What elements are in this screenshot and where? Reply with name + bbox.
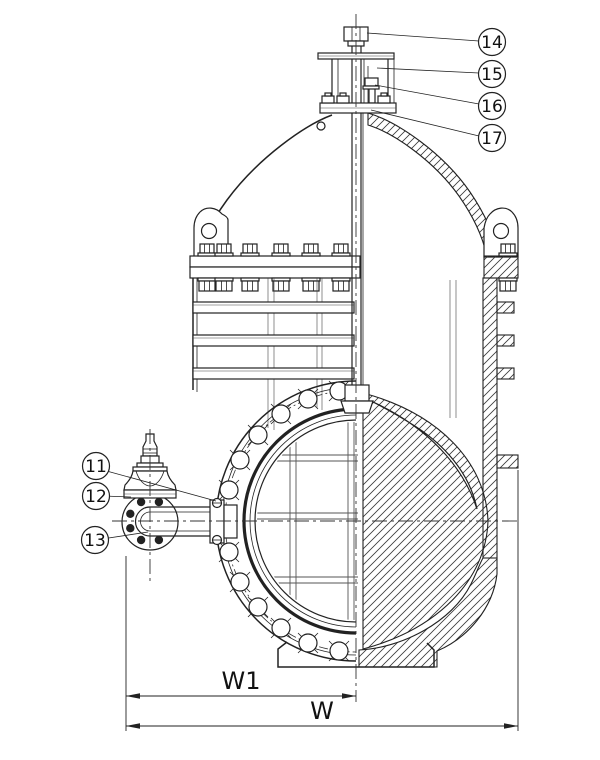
svg-text:16: 16	[481, 97, 503, 117]
bypass-pipe	[134, 506, 213, 537]
bonnet-flange	[189, 243, 519, 292]
body-ribs	[192, 301, 355, 380]
svg-text:14: 14	[481, 33, 503, 53]
stem-assembly	[317, 26, 397, 114]
callout-16: 16	[374, 84, 507, 121]
bonnet-flange-nuts-top	[197, 243, 518, 257]
centerlines	[112, 14, 517, 702]
yoke-flange-nuts	[321, 92, 391, 104]
bonnet-flange-bolts-bottom	[197, 277, 518, 292]
callouts: 11 12 13 14 15 16 17	[80, 27, 507, 555]
svg-text:17: 17	[481, 129, 503, 149]
stem-lower	[340, 113, 374, 414]
svg-text:15: 15	[481, 65, 503, 85]
svg-text:12: 12	[85, 487, 107, 507]
valve-body	[192, 277, 519, 559]
dimension-w-label: W	[310, 697, 334, 725]
dimension-w1: W1	[125, 556, 356, 731]
bypass-body-bolts	[126, 497, 164, 545]
callout-12: 12	[81, 481, 132, 511]
callout-17: 17	[370, 109, 507, 153]
callout-11: 11	[81, 451, 217, 502]
dimension-w: W	[126, 470, 519, 731]
bypass-connection-boss	[209, 497, 238, 546]
dimension-w1-label: W1	[222, 667, 261, 695]
vent-ball	[316, 121, 326, 131]
gland-bolt	[362, 77, 380, 104]
callout-14: 14	[366, 27, 507, 57]
callout-15: 15	[376, 59, 507, 89]
disc-plate-edge	[370, 400, 478, 510]
svg-text:11: 11	[85, 457, 107, 477]
callout-13: 13	[80, 525, 149, 555]
end-flange-lip-section	[496, 454, 519, 469]
svg-text:13: 13	[84, 531, 106, 551]
